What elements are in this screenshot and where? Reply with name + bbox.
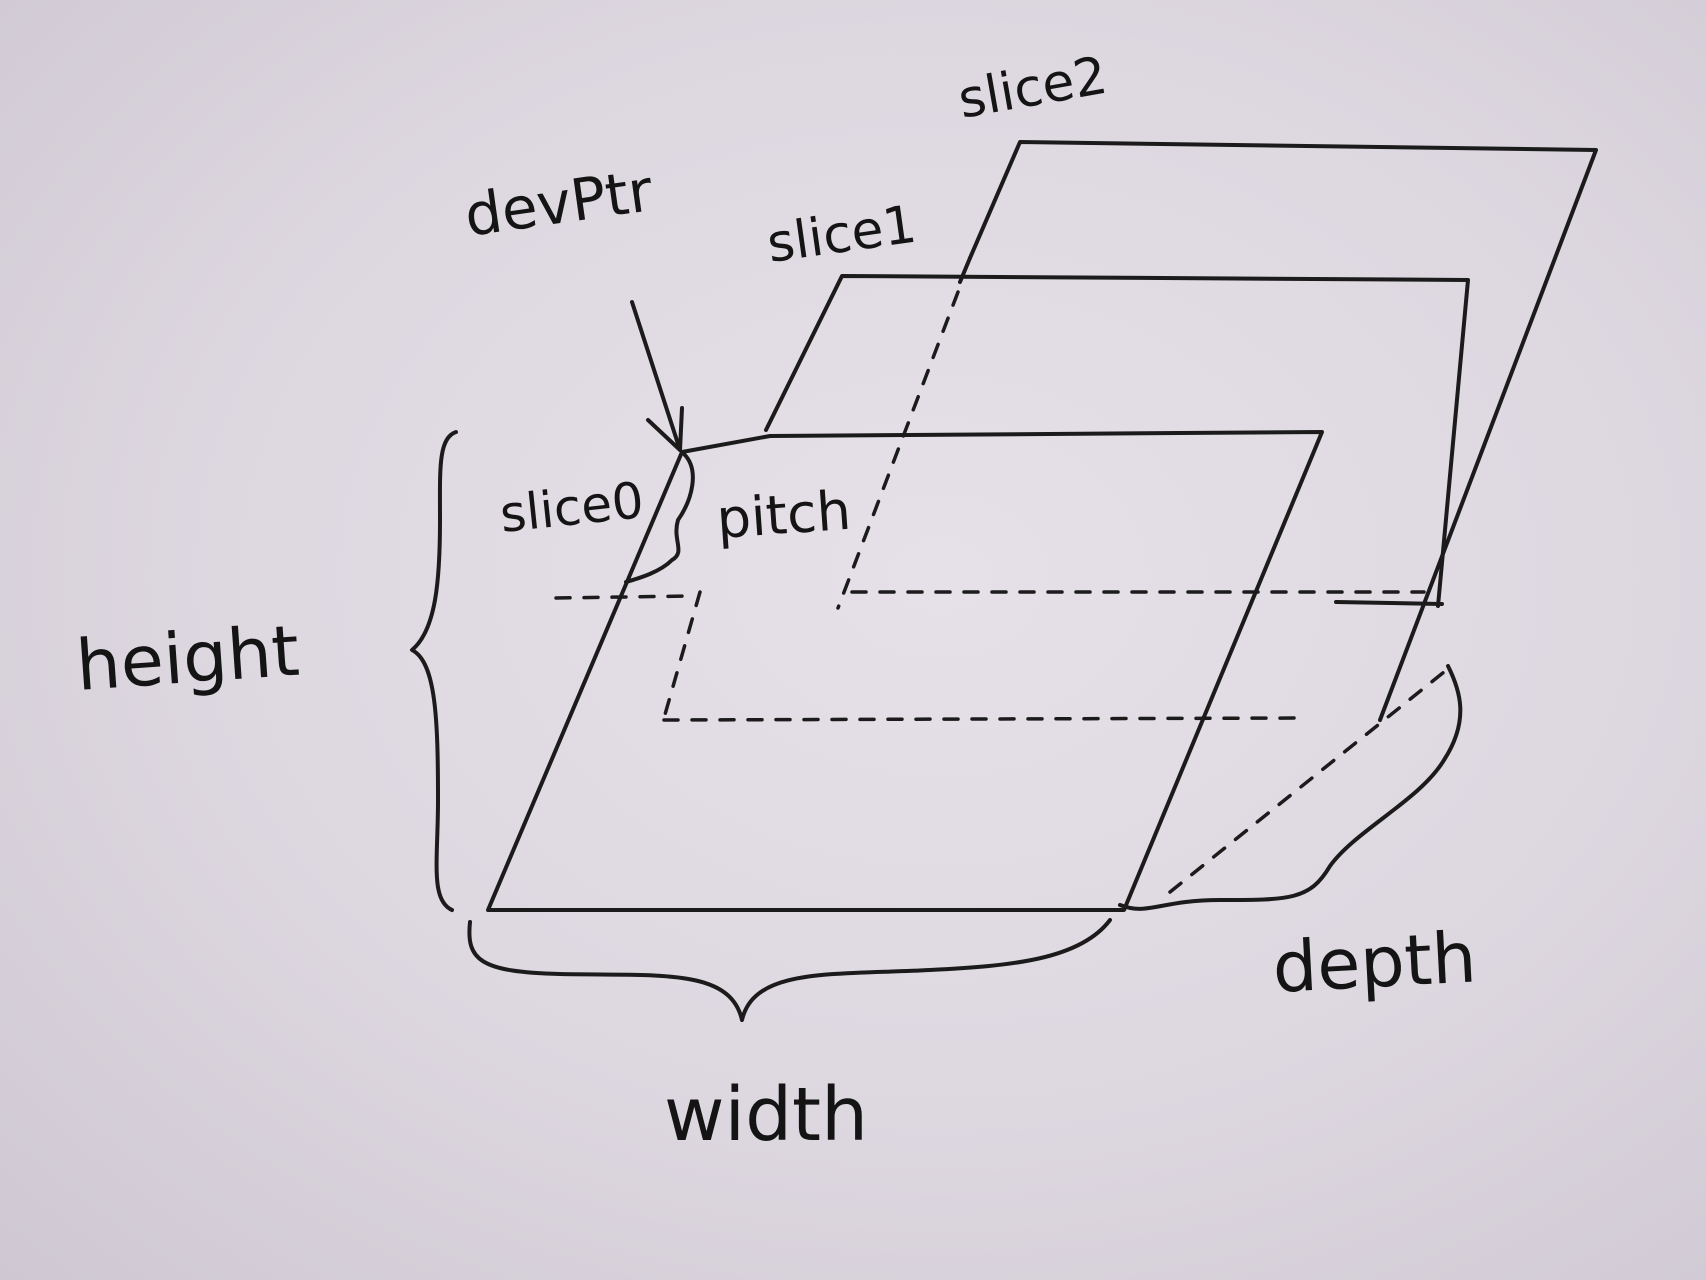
devptr-label: devPtr bbox=[460, 156, 656, 250]
pitch-label: pitch bbox=[715, 479, 853, 551]
padding-edge bbox=[664, 592, 700, 718]
slice2-label: slice2 bbox=[954, 46, 1112, 131]
padding-row-line bbox=[664, 718, 1304, 720]
slice0-row-line bbox=[556, 596, 690, 598]
depth-brace bbox=[1120, 666, 1460, 909]
slice1-label: slice1 bbox=[763, 195, 920, 275]
height-brace bbox=[412, 432, 456, 910]
row-divider-lines bbox=[556, 592, 1442, 720]
devptr-arrow bbox=[632, 302, 682, 450]
width-label: width bbox=[664, 1072, 868, 1158]
slice1-hidden-edge bbox=[838, 292, 958, 608]
depth-label: depth bbox=[1271, 916, 1479, 1009]
slice1-parallelogram bbox=[766, 276, 1468, 608]
slice2-row-line bbox=[1336, 602, 1442, 604]
slice0-label: slice0 bbox=[497, 471, 646, 544]
width-brace bbox=[469, 920, 1110, 1020]
depth-hidden-diagonal bbox=[1170, 672, 1444, 892]
height-label: height bbox=[73, 610, 301, 707]
